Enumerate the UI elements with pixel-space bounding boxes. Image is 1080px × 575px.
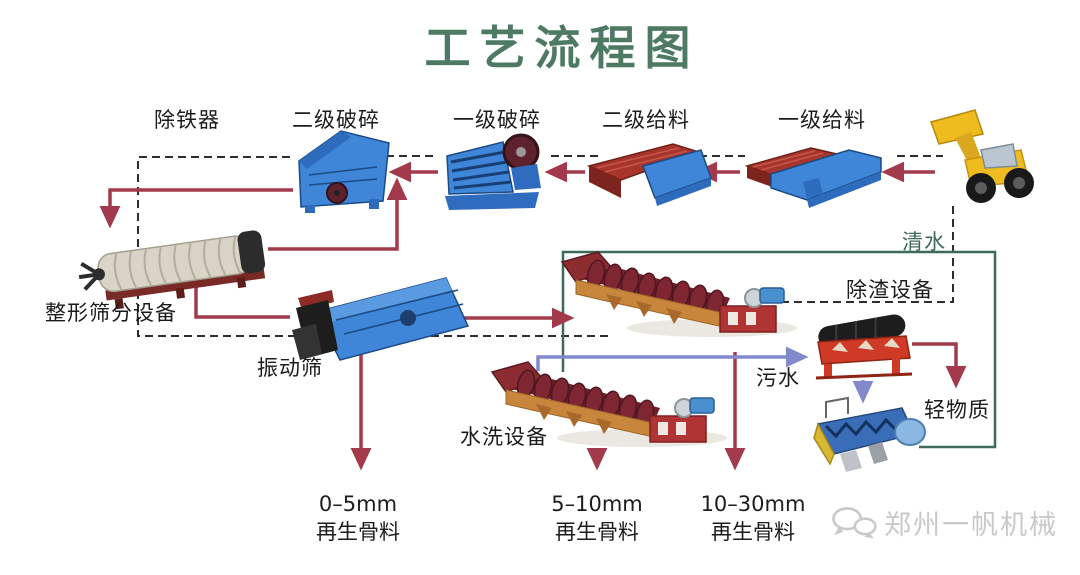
dewatering-machine-image [813, 396, 926, 472]
washer-upper-image [561, 251, 798, 338]
slag-remover-image [815, 314, 913, 380]
output-10-30mm: 10–30mm 再生骨料 [701, 490, 806, 547]
label-secondary-crusher: 二级破碎 [292, 108, 380, 132]
dashed-iron-remover-path [137, 156, 612, 337]
chat-bubbles-icon [832, 506, 877, 538]
output-5-10mm-material: 再生骨料 [555, 520, 639, 545]
label-secondary-feeder: 二级给料 [602, 108, 690, 132]
output-10-30mm-material: 再生骨料 [710, 520, 795, 545]
label-slag-removal: 除渣设备 [846, 278, 934, 302]
label-washing-equipment: 水洗设备 [460, 425, 548, 449]
label-clean-water: 清水 [902, 230, 946, 254]
label-primary-feeder: 一级给料 [778, 108, 866, 132]
primary-crusher-image [445, 133, 541, 210]
shaping-screen-image [78, 230, 266, 310]
brand-name: 郑州一帆机械 [884, 510, 1058, 541]
arrow-slag-to-light-material [912, 342, 967, 389]
page-title: 工艺流程图 [424, 21, 700, 75]
label-shaping-screen: 整形筛分设备 [45, 301, 177, 325]
output-10-30mm-size: 10–30mm [700, 492, 806, 516]
waste-water-arrows [536, 346, 874, 404]
label-light-material: 轻物质 [924, 398, 990, 422]
output-5-10mm: 5–10mm 再生骨料 [551, 490, 643, 547]
dashed-loader-to-slag-path [745, 206, 954, 303]
line-shaping-to-vibrating-screen [194, 286, 290, 319]
label-iron-remover: 除铁器 [154, 108, 220, 132]
arrow-shaping-screen-return [268, 177, 408, 251]
output-0-5mm-material: 再生骨料 [316, 520, 400, 545]
arrow-crusher-to-shaping-screen [99, 188, 293, 229]
brand-watermark: 郑州一帆机械 [830, 503, 1058, 542]
output-0-5mm: 0–5mm 再生骨料 [316, 490, 400, 547]
wheel-loader-image [930, 109, 1034, 203]
material-flow-arrows [99, 161, 967, 471]
label-vibrating-screen: 振动筛 [257, 356, 323, 380]
arrow-washer-to-slag-remover [536, 346, 809, 371]
clean-water-pipe [561, 250, 997, 449]
label-primary-crusher: 一级破碎 [453, 108, 541, 132]
primary-feeder-image [744, 147, 882, 208]
output-0-5mm-size: 0–5mm [318, 492, 398, 516]
vibrating-screen-image [292, 277, 470, 361]
output-5-10mm-size: 5–10mm [551, 492, 643, 516]
dashed-flow-lines [137, 155, 954, 337]
label-waste-water: 污水 [756, 366, 800, 390]
secondary-feeder-image [586, 143, 712, 206]
secondary-crusher-image [298, 130, 390, 213]
